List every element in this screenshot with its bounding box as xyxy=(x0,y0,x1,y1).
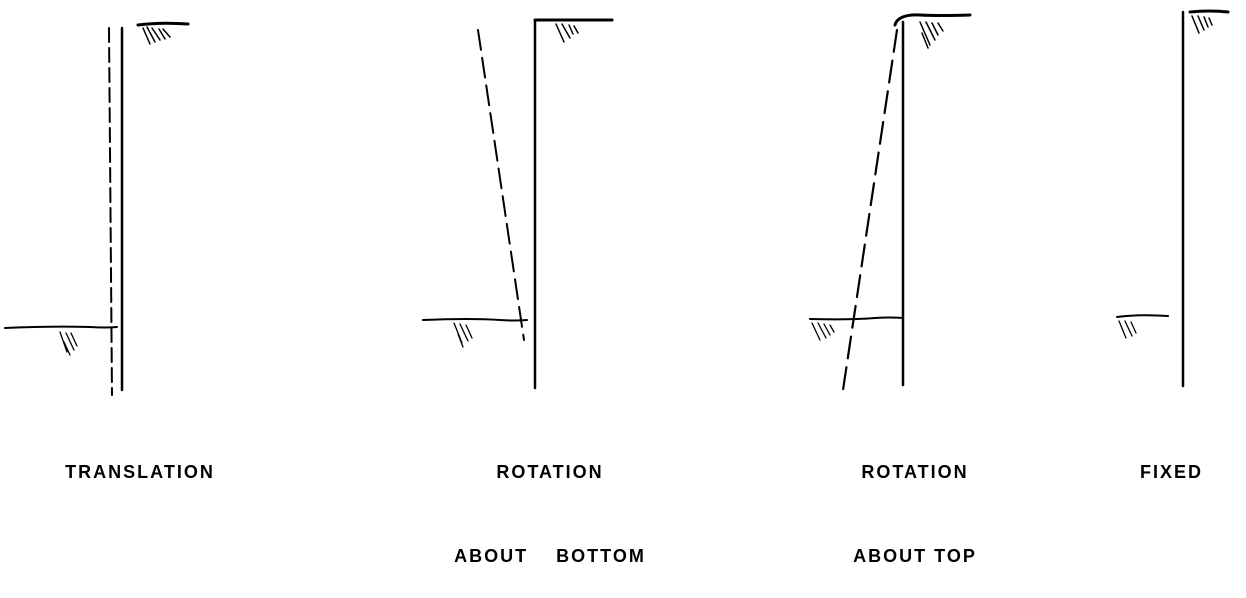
panel-translation xyxy=(4,21,190,396)
soil-hatch-top xyxy=(142,26,171,45)
ground-surface-top xyxy=(1188,9,1230,14)
wall-movement-diagram xyxy=(4,9,1230,396)
wall-displaced-dashed xyxy=(108,27,113,396)
caption-rotation-about-top: ROTATION ABOUT TOP xyxy=(790,402,1040,598)
panel-rotation-about-bottom xyxy=(422,18,614,390)
ground-surface-top xyxy=(893,13,972,27)
caption-translation: TRANSLATION xyxy=(20,402,260,514)
caption-rotation-top-line2: ABOUT TOP xyxy=(853,546,977,566)
soil-hatch-top xyxy=(555,23,579,43)
caption-fixed: FIXED xyxy=(1140,402,1246,514)
ground-surface-top xyxy=(136,21,190,27)
caption-rotation-about-bottom: ROTATION ABOUT BOTTOM xyxy=(405,402,695,598)
ground-surface-bottom xyxy=(809,316,904,321)
caption-rotation-top-line1: ROTATION xyxy=(861,462,969,482)
wall-rotated-dashed xyxy=(477,29,525,341)
panel-fixed xyxy=(1116,9,1230,388)
soil-hatch-top xyxy=(919,21,944,49)
soil-hatch-bottom xyxy=(59,331,78,356)
soil-hatch-bottom xyxy=(811,322,835,341)
ground-surface-bottom xyxy=(1116,314,1169,318)
caption-fixed-text: FIXED xyxy=(1140,462,1204,482)
caption-translation-text: TRANSLATION xyxy=(65,462,215,482)
soil-hatch-bottom xyxy=(453,322,473,348)
caption-rotation-bottom-line2: ABOUT BOTTOM xyxy=(454,546,646,566)
ground-surface-bottom xyxy=(422,318,528,322)
panel-rotation-about-top xyxy=(809,13,972,392)
soil-hatch-bottom xyxy=(1118,320,1137,339)
ground-surface-bottom xyxy=(4,325,118,329)
wall-rotated-dashed xyxy=(841,28,899,392)
soil-hatch-top xyxy=(1191,15,1213,34)
caption-rotation-bottom-line1: ROTATION xyxy=(496,462,604,482)
